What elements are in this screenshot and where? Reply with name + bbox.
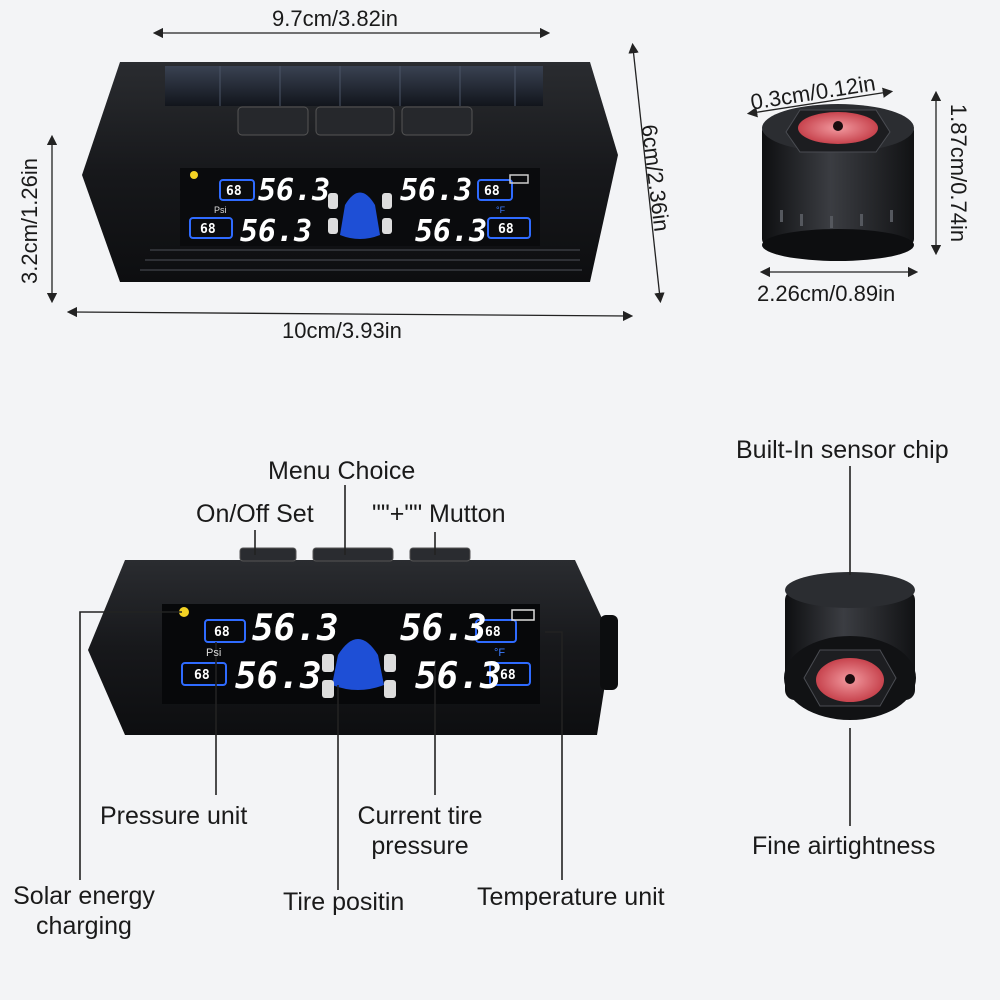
dim-sensor-width: 2.26cm/0.89in	[757, 281, 896, 306]
solar-sun-icon	[179, 607, 189, 617]
on-off-button[interactable]	[239, 547, 297, 562]
car-icon	[340, 192, 380, 239]
label-temperature-unit: Temperature unit	[477, 883, 665, 911]
up-button[interactable]	[315, 106, 395, 136]
top-sensor	[762, 104, 914, 261]
bottom-sensor	[784, 572, 916, 720]
label-tire-position: Tire positin	[283, 888, 405, 916]
battery-icon	[509, 174, 529, 184]
dim-left-height: 3.2cm/1.26in	[17, 158, 42, 284]
bottom-car-icon	[332, 639, 384, 690]
label-plus-mutton: ""+"" Mutton	[372, 500, 506, 528]
label-pressure-unit: Pressure unit	[100, 802, 248, 830]
callout-lines	[79, 466, 851, 890]
label-menu-choice: Menu Choice	[268, 457, 416, 485]
bottom-battery-icon	[511, 609, 535, 621]
dim-top-width: 9.7cm/3.82in	[272, 6, 398, 31]
label-on-off-set: On/Off Set	[196, 500, 314, 528]
top-device	[82, 62, 618, 282]
label-airtightness: Fine airtightness	[752, 832, 936, 860]
sun-icon	[190, 171, 198, 179]
label-solar-2: charging	[36, 912, 132, 940]
down-button[interactable]	[401, 106, 473, 136]
dim-sensor-height: 1.87cm/0.74in	[946, 103, 971, 243]
solar-panel	[165, 66, 543, 106]
menu-button[interactable]	[312, 547, 394, 562]
label-builtin-chip: Built-In sensor chip	[736, 436, 949, 464]
plus-button[interactable]	[409, 547, 471, 562]
power-button[interactable]	[237, 106, 309, 136]
dim-bottom-width: 10cm/3.93in	[282, 318, 402, 343]
label-current-tire-1: Current tire	[357, 802, 483, 830]
label-current-tire-2: pressure	[371, 832, 469, 860]
bottom-device	[88, 547, 618, 735]
label-solar-1: Solar energy	[13, 882, 155, 910]
